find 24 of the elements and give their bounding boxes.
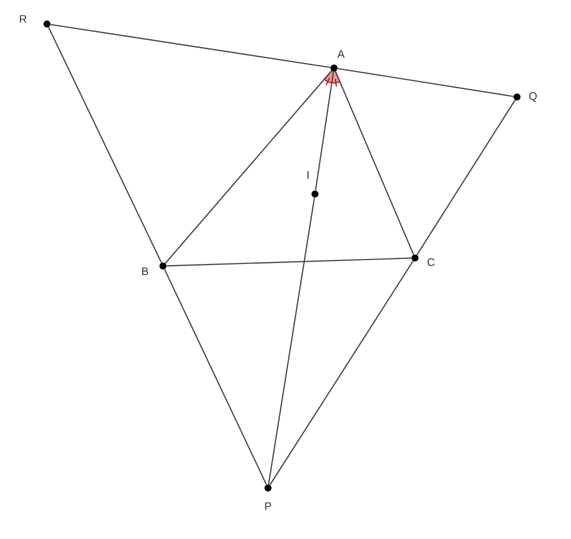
line-segment (164, 269, 267, 485)
point: B (142, 262, 166, 275)
node-label: R (20, 15, 26, 23)
line-segment (334, 71, 414, 255)
point: I (308, 171, 318, 198)
line-segment (269, 260, 414, 486)
line-segment (314, 72, 334, 190)
point: C (412, 254, 435, 266)
point: R (20, 15, 50, 28)
line-segment (50, 24, 330, 68)
point: A (330, 50, 345, 72)
line-segment (48, 27, 162, 263)
line-segment (416, 100, 516, 256)
point: Q (514, 92, 537, 102)
node-label: B (142, 267, 148, 275)
node-label: P (265, 502, 272, 510)
line-segment (166, 258, 412, 266)
line-segment (338, 68, 514, 98)
point: P (264, 484, 272, 510)
node-label: C (428, 258, 435, 266)
line-segment (164, 70, 332, 264)
line-segment (268, 198, 316, 484)
node-label: Q (529, 92, 537, 102)
node-label: I (307, 171, 309, 179)
